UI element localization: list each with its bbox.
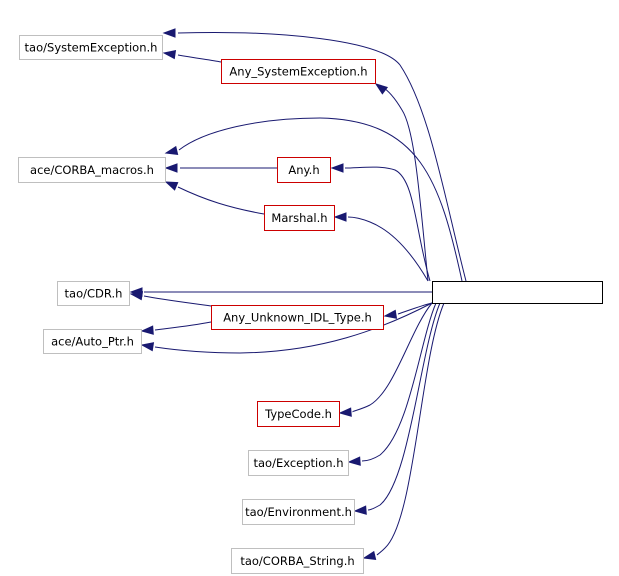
arrowhead-icon [353, 505, 367, 515]
arrowhead-icon [140, 325, 154, 335]
node-box [432, 281, 603, 304]
edges-layer [129, 28, 467, 561]
edge-root-to-any_unknown [383, 302, 433, 319]
node-box [18, 157, 166, 183]
edge-line [177, 54, 222, 63]
edge-line [361, 302, 437, 462]
arrowhead-icon [164, 145, 179, 156]
edge-line [178, 117, 463, 282]
node-any-h[interactable]: Any.h [277, 157, 331, 183]
edge-line [344, 166, 431, 282]
node-root[interactable]: Any_SystemException.cpp [432, 281, 603, 304]
arrowhead-icon [374, 83, 389, 95]
node-label: ace/CORBA_macros.h [30, 163, 154, 177]
edge-root-to-ace_autoptr [140, 302, 433, 354]
node-box [19, 35, 163, 60]
edge-any_unknown-to-ace_autoptr [140, 321, 212, 335]
node-label: Any.h [288, 163, 319, 177]
arrowhead-icon [330, 163, 344, 173]
edge-any_h-to-ace_macros [164, 163, 277, 173]
edge-line [154, 302, 433, 354]
node-ace-macros: ace/CORBA_macros.h [18, 157, 166, 183]
edge-root-to-tao_string [362, 302, 445, 561]
nodes-layer: Any_SystemException.cpp tao/SystemExcepti… [18, 35, 603, 574]
node-tao-string: tao/CORBA_String.h [231, 548, 364, 574]
node-label: Any_Unknown_IDL_Type.h [223, 311, 372, 325]
node-box [57, 281, 130, 306]
node-label: tao/CORBA_String.h [240, 554, 354, 568]
node-typecode-h[interactable]: TypeCode.h [257, 401, 340, 427]
node-box [211, 305, 384, 330]
arrowhead-icon [362, 550, 377, 561]
node-box [221, 59, 376, 84]
edge-any_unknown-to-tao_cdr [129, 291, 212, 307]
edge-line [367, 302, 441, 511]
node-tao-cdr: tao/CDR.h [57, 281, 130, 306]
node-box [242, 499, 355, 525]
edge-root-to-tao_exception [347, 302, 437, 466]
node-label: tao/Exception.h [253, 456, 343, 470]
arrowhead-icon [129, 291, 144, 301]
node-box [257, 401, 340, 427]
edge-any_sysexc-to-tao_sysexc [162, 49, 222, 63]
node-tao-sysexc: tao/SystemException.h [19, 35, 163, 60]
edge-line [380, 85, 429, 282]
edge-line [376, 302, 445, 556]
node-box [231, 548, 364, 574]
edge-line [347, 216, 429, 282]
edge-root-to-marshal_h [333, 212, 429, 282]
node-box [43, 329, 142, 354]
edge-marshal_h-to-ace_macros [164, 181, 265, 215]
edge-root-to-any_sysexc [374, 83, 429, 282]
edge-line [177, 186, 265, 215]
node-box [277, 157, 331, 183]
node-ace-autoptr: ace/Auto_Ptr.h [43, 329, 142, 354]
node-any-unknown[interactable]: Any_Unknown_IDL_Type.h [211, 305, 384, 330]
node-label: tao/CDR.h [65, 287, 123, 301]
node-label: Any_SystemException.h [229, 65, 367, 79]
arrowhead-icon [347, 456, 361, 466]
node-tao-env: tao/Environment.h [242, 499, 355, 525]
arrowhead-icon [162, 28, 176, 38]
node-label: TypeCode.h [264, 407, 332, 421]
node-label: Marshal.h [271, 211, 327, 225]
arrowhead-icon [162, 49, 177, 60]
node-label: tao/Environment.h [245, 505, 352, 519]
node-label: ace/Auto_Ptr.h [51, 335, 134, 349]
node-tao-exception: tao/Exception.h [248, 450, 349, 476]
edge-root-to-tao_cdr [129, 287, 432, 297]
arrowhead-icon [383, 309, 398, 319]
arrowhead-icon [164, 181, 179, 191]
edge-line [352, 302, 433, 413]
edge-root-to-typecode_h [338, 302, 433, 417]
arrowhead-icon [164, 163, 178, 173]
edge-line [154, 321, 212, 331]
edge-root-to-ace_macros [164, 117, 463, 282]
edge-root-to-tao_env [353, 302, 441, 515]
arrowhead-icon [338, 407, 352, 417]
edge-root-to-any_h [330, 163, 431, 282]
edge-line [143, 295, 212, 307]
node-label: Any_SystemException.cpp [442, 286, 594, 300]
edge-line [177, 31, 467, 282]
edge-line [397, 302, 433, 315]
node-any-sysexc[interactable]: Any_SystemException.h [221, 59, 376, 84]
edge-root-to-tao_sysexc [162, 28, 467, 282]
node-marshal-h[interactable]: Marshal.h [264, 205, 335, 231]
arrowhead-icon [140, 342, 155, 352]
node-box [264, 205, 335, 231]
node-box [248, 450, 349, 476]
node-label: tao/SystemException.h [25, 41, 158, 55]
arrowhead-icon [333, 212, 347, 222]
